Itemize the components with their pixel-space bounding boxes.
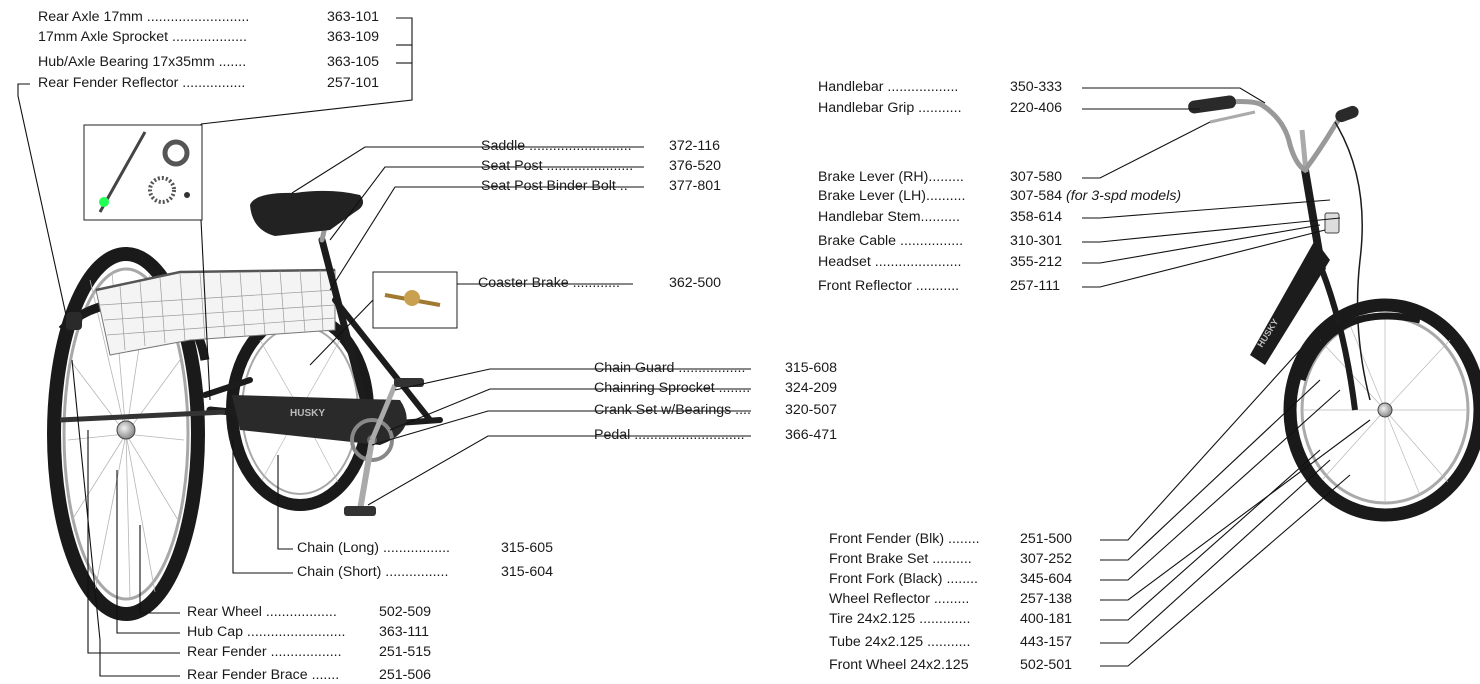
partnum-rear-axle: 363-101	[327, 9, 380, 25]
partnum-handlebar: 350-333	[1010, 79, 1063, 95]
label-chainring-sprocket: Chainring Sprocket ........	[594, 380, 751, 396]
down-tube	[1250, 240, 1330, 365]
label-pedal: Pedal ............................	[594, 427, 745, 443]
partnum-seat-post: 376-520	[669, 158, 722, 174]
rear-reflector-shape	[66, 312, 82, 330]
partnum-axle-sprocket: 363-109	[327, 29, 380, 45]
partnum-rear-wheel: 502-509	[379, 604, 432, 620]
partnum-headset: 355-212	[1010, 254, 1063, 270]
label-chain-guard: Chain Guard .................	[594, 360, 746, 376]
partnum-saddle: 372-116	[669, 138, 721, 154]
label-rear-axle: Rear Axle 17mm .........................…	[38, 9, 250, 25]
partnum-tube: 443-157	[1020, 634, 1073, 650]
pedal-shape	[344, 506, 376, 516]
label-front-fork: Front Fork (Black) ........	[829, 571, 978, 587]
inset-coaster-brake	[372, 271, 458, 329]
label-rear-fender-brace: Rear Fender Brace .......	[187, 667, 340, 683]
label-saddle: Saddle ..........................	[481, 138, 632, 154]
label-front-wheel: Front Wheel 24x2.125	[829, 657, 969, 673]
leader-lines	[17, 17, 1371, 677]
label-axle-sprocket: 17mm Axle Sprocket ...................	[38, 29, 247, 45]
partnum-coaster-brake: 362-500	[669, 275, 722, 291]
label-wheel-reflector: Wheel Reflector .........	[829, 591, 970, 607]
label-front-brake-set: Front Brake Set ..........	[829, 551, 972, 567]
basket	[95, 268, 336, 356]
partnum-chainring-sprocket: 324-209	[785, 380, 838, 396]
label-headset: Headset ......................	[818, 254, 962, 270]
partnum-front-fork: 345-604	[1020, 571, 1073, 587]
label-tube: Tube 24x2.125 ...........	[829, 634, 971, 650]
label-rear-fender: Rear Fender ..................	[187, 644, 342, 660]
front-reflector-shape	[1324, 212, 1340, 234]
label-rear-wheel: Rear Wheel ..................	[187, 604, 337, 620]
partnum-chain-short: 315-604	[501, 564, 554, 580]
label-seat-post: Seat Post ......................	[481, 158, 634, 174]
partnum-wheel-reflector: 257-138	[1020, 591, 1073, 607]
partnum-seat-post-binder-bolt: 377-801	[669, 178, 722, 194]
label-coaster-brake: Coaster Brake ............	[478, 275, 620, 291]
partnum-brake-lever-lh: 307-584 (for 3-spd models)	[1010, 188, 1182, 204]
partnum-hub-cap: 363-111	[379, 624, 429, 640]
label-brake-cable: Brake Cable ................	[818, 233, 964, 249]
label-hub-axle-bearing: Hub/Axle Bearing 17x35mm .......	[38, 54, 247, 70]
label-handlebar-grip: Handlebar Grip ...........	[818, 100, 962, 116]
partnum-crank-set: 320-507	[785, 402, 838, 418]
grip-right	[1335, 105, 1359, 123]
partnum-front-reflector: 257-111	[1010, 278, 1060, 294]
chain-guard-shape	[232, 395, 407, 445]
label-brake-lever-lh: Brake Lever (LH)..........	[818, 188, 966, 204]
partnum-rear-fender: 251-515	[379, 644, 432, 660]
label-front-reflector: Front Reflector ...........	[818, 278, 960, 294]
partnum-handlebar-stem: 358-614	[1010, 209, 1063, 225]
label-crank-set: Crank Set w/Bearings ....	[594, 402, 751, 418]
label-handlebar: Handlebar ..................	[818, 79, 959, 95]
label-chain-long: Chain (Long) .................	[297, 540, 450, 556]
partnum-rear-fender-brace: 251-506	[379, 667, 432, 683]
label-chain-short: Chain (Short) ................	[297, 564, 449, 580]
partnum-hub-axle-bearing: 363-105	[327, 54, 380, 70]
label-seat-post-binder-bolt: Seat Post Binder Bolt ..	[481, 178, 628, 194]
bicycle-illustration: HUSKY	[1188, 95, 1480, 522]
partnum-pedal: 366-471	[785, 427, 838, 443]
partnum-rear-fender-reflector: 257-101	[327, 75, 380, 91]
rear-wheel-left	[47, 247, 205, 621]
partnum-front-brake-set: 307-252	[1020, 551, 1073, 567]
chainring-shape	[350, 418, 394, 462]
partnum-handlebar-grip: 220-406	[1010, 100, 1063, 116]
partnum-chain-long: 315-605	[501, 540, 554, 556]
saddle-shape	[250, 190, 364, 236]
partnum-brake-lever-rh: 307-580	[1010, 169, 1063, 185]
brand-decal: HUSKY	[290, 408, 325, 419]
note-3-spd-models: (for 3-spd models)	[1066, 188, 1182, 204]
partnum-chain-guard: 315-608	[785, 360, 838, 376]
label-hub-cap: Hub Cap .........................	[187, 624, 346, 640]
label-front-fender: Front Fender (Blk) ........	[829, 531, 980, 547]
label-brake-lever-rh: Brake Lever (RH).........	[818, 169, 964, 185]
partnum-tire: 400-181	[1020, 611, 1073, 627]
label-rear-fender-reflector: Rear Fender Reflector ................	[38, 75, 246, 91]
partnum-front-wheel: 502-501	[1020, 657, 1073, 673]
grip-left	[1188, 95, 1236, 114]
inset-axle-parts	[83, 124, 203, 221]
label-handlebar-stem: Handlebar Stem..........	[818, 209, 960, 225]
partnum-brake-cable: 310-301	[1010, 233, 1063, 249]
partnum-front-fender: 251-500	[1020, 531, 1073, 547]
tricycle-illustration: HUSKY	[47, 190, 443, 621]
label-tire: Tire 24x2.125 .............	[829, 611, 971, 627]
front-wheel	[1283, 298, 1480, 522]
